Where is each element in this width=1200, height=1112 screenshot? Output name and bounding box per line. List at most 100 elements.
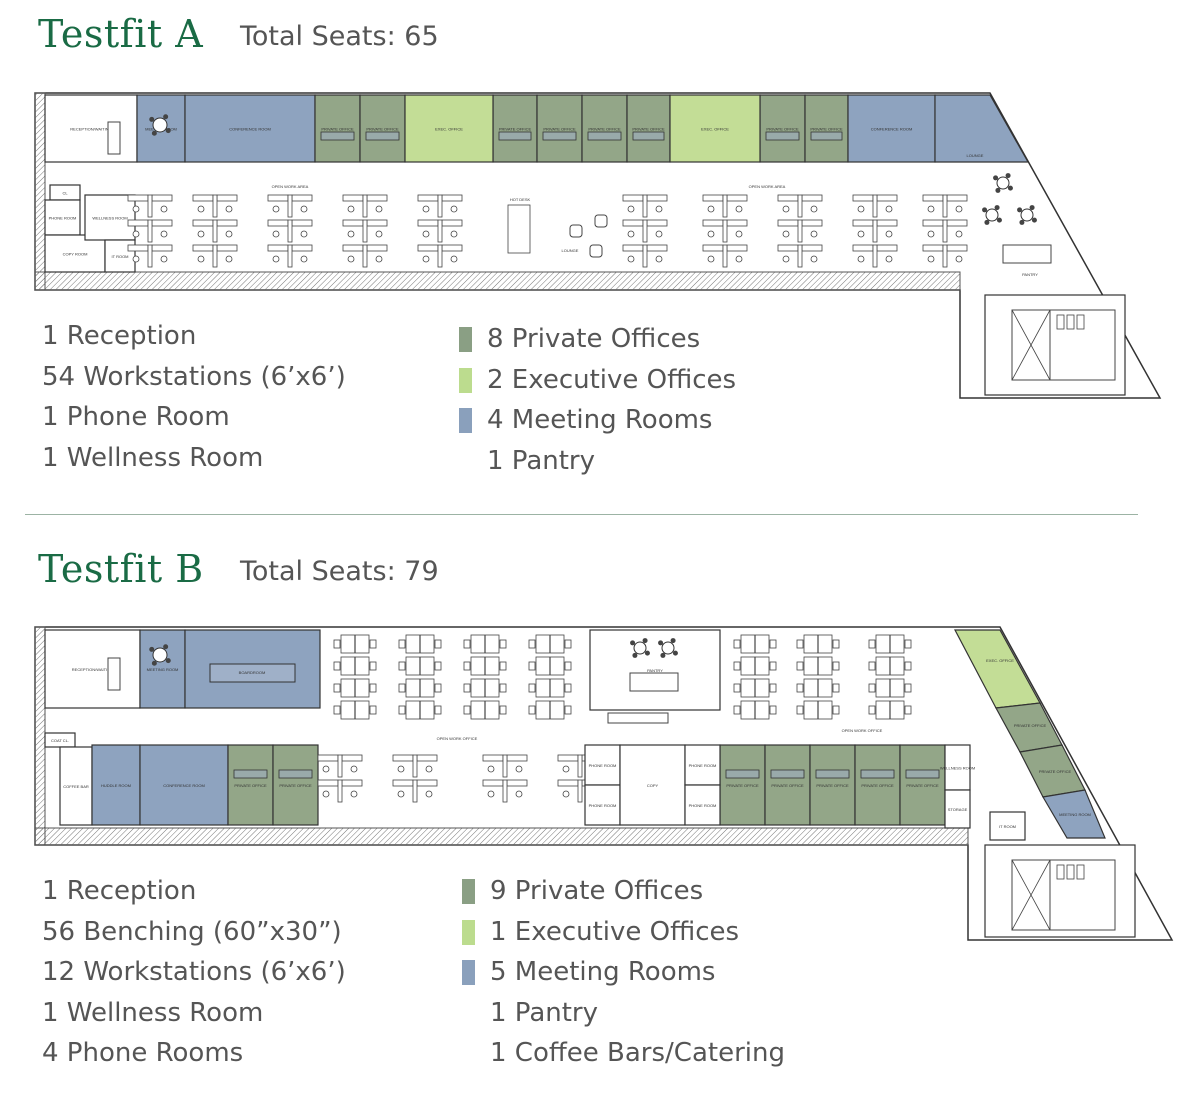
chair-icon	[347, 255, 355, 263]
meeting-room	[1042, 789, 1106, 839]
meeting-room-swatch	[459, 408, 472, 433]
chair-icon	[632, 652, 638, 658]
testfit-a-legend-left: 1 Reception 54 Workstations (6’x6’) 1 Ph…	[42, 316, 346, 478]
chair-icon	[733, 661, 741, 671]
workstation-panel	[287, 219, 293, 243]
chair-icon	[857, 230, 865, 238]
room-label: OPEN WORK AREA	[749, 184, 786, 189]
chair-icon	[832, 661, 840, 671]
chair-icon	[163, 644, 169, 650]
chair-icon	[487, 765, 495, 773]
chair-icon	[463, 639, 471, 649]
toilet-stall-icon	[1056, 314, 1065, 330]
chair-icon	[832, 683, 840, 693]
toilet-stall-icon	[1066, 864, 1075, 880]
room-label: HUDDLE ROOM	[101, 783, 131, 788]
chair-icon	[796, 705, 804, 715]
chair-icon	[707, 230, 715, 238]
chair-icon	[528, 705, 536, 715]
chair-icon	[322, 790, 330, 798]
legend-label: 1 Pantry	[490, 997, 598, 1028]
chair-icon	[333, 661, 341, 671]
workstation-panel	[287, 194, 293, 218]
meeting-room	[139, 629, 186, 709]
exterior-wall-hatch	[34, 92, 46, 291]
room-label: CL	[62, 191, 68, 196]
storage	[944, 789, 971, 829]
chair-icon	[927, 205, 935, 213]
chair-icon	[857, 205, 865, 213]
workstation-desk	[506, 754, 528, 762]
legend-label: 1 Executive Offices	[490, 916, 740, 947]
chair-icon	[1029, 205, 1035, 211]
chair-icon	[350, 765, 358, 773]
room-label: BOARDROOM	[239, 670, 266, 675]
chair-icon	[885, 205, 893, 213]
chair-icon	[425, 790, 433, 798]
legend-item: 54 Workstations (6’x6’)	[42, 361, 346, 392]
room-label: PRIVATE OFFICE	[810, 127, 843, 132]
workstation-panel	[797, 219, 803, 243]
coffee-bar	[59, 746, 93, 826]
chair-icon	[782, 255, 790, 263]
chair-icon	[347, 205, 355, 213]
chair-icon	[655, 205, 663, 213]
workstation-panel	[502, 754, 508, 778]
chair-icon	[562, 790, 570, 798]
chair-icon	[487, 790, 495, 798]
chair-icon	[463, 705, 471, 715]
room-label: LOUNGE	[562, 248, 579, 253]
chair-icon	[644, 650, 650, 656]
room-label: WELLNESS ROOM	[92, 216, 127, 221]
workstation-panel	[872, 219, 878, 243]
chair-icon	[300, 230, 308, 238]
chair-icon	[163, 114, 169, 120]
office-desk	[233, 769, 268, 779]
chair-icon	[333, 639, 341, 649]
workstation-desk	[416, 754, 438, 762]
chair-icon	[955, 230, 963, 238]
workstation-panel	[942, 194, 948, 218]
toilet-stall-icon	[1076, 314, 1085, 330]
exterior-wall-hatch	[34, 827, 969, 846]
office-desk	[725, 769, 760, 779]
phone-room	[44, 199, 81, 236]
conference-room	[139, 744, 229, 826]
table-icon	[996, 176, 1010, 190]
office-desk	[815, 769, 850, 779]
workstation-panel	[722, 244, 728, 268]
boardroom-table	[209, 663, 296, 683]
chair-icon	[397, 790, 405, 798]
workstation-panel	[362, 194, 368, 218]
room-label: PRIVATE OFFICE	[366, 127, 399, 132]
room-label: RECEPTION/WAITING	[70, 127, 111, 132]
chair-icon	[272, 205, 280, 213]
legend-item-pantry: 1 Pantry	[487, 441, 736, 482]
room-label: PRIVATE OFFICE	[771, 783, 804, 788]
chair-icon	[796, 661, 804, 671]
workstation-desk	[482, 754, 504, 762]
room-label: PRIVATE OFFICE	[1014, 723, 1047, 728]
chair-icon	[528, 639, 536, 649]
chair-icon	[630, 640, 636, 646]
room-label: PRIVATE OFFICE	[632, 127, 665, 132]
room-label: PRIVATE OFFICE	[861, 783, 894, 788]
private-office	[809, 744, 856, 826]
chair-icon	[955, 255, 963, 263]
chair-icon	[868, 683, 876, 693]
chair-icon	[1019, 219, 1025, 225]
chair-icon	[369, 683, 377, 693]
chair-icon	[197, 205, 205, 213]
chair-icon	[670, 638, 676, 644]
chair-icon	[149, 646, 155, 652]
chair-icon	[904, 705, 912, 715]
chair-icon	[735, 205, 743, 213]
office-desk	[860, 769, 895, 779]
legend-item-meeting-rooms: 5 Meeting Rooms	[462, 952, 785, 993]
private-office	[314, 94, 361, 163]
chair-icon	[832, 639, 840, 649]
pantry-counter	[607, 712, 669, 724]
workstation-panel	[722, 219, 728, 243]
chair-icon	[463, 661, 471, 671]
